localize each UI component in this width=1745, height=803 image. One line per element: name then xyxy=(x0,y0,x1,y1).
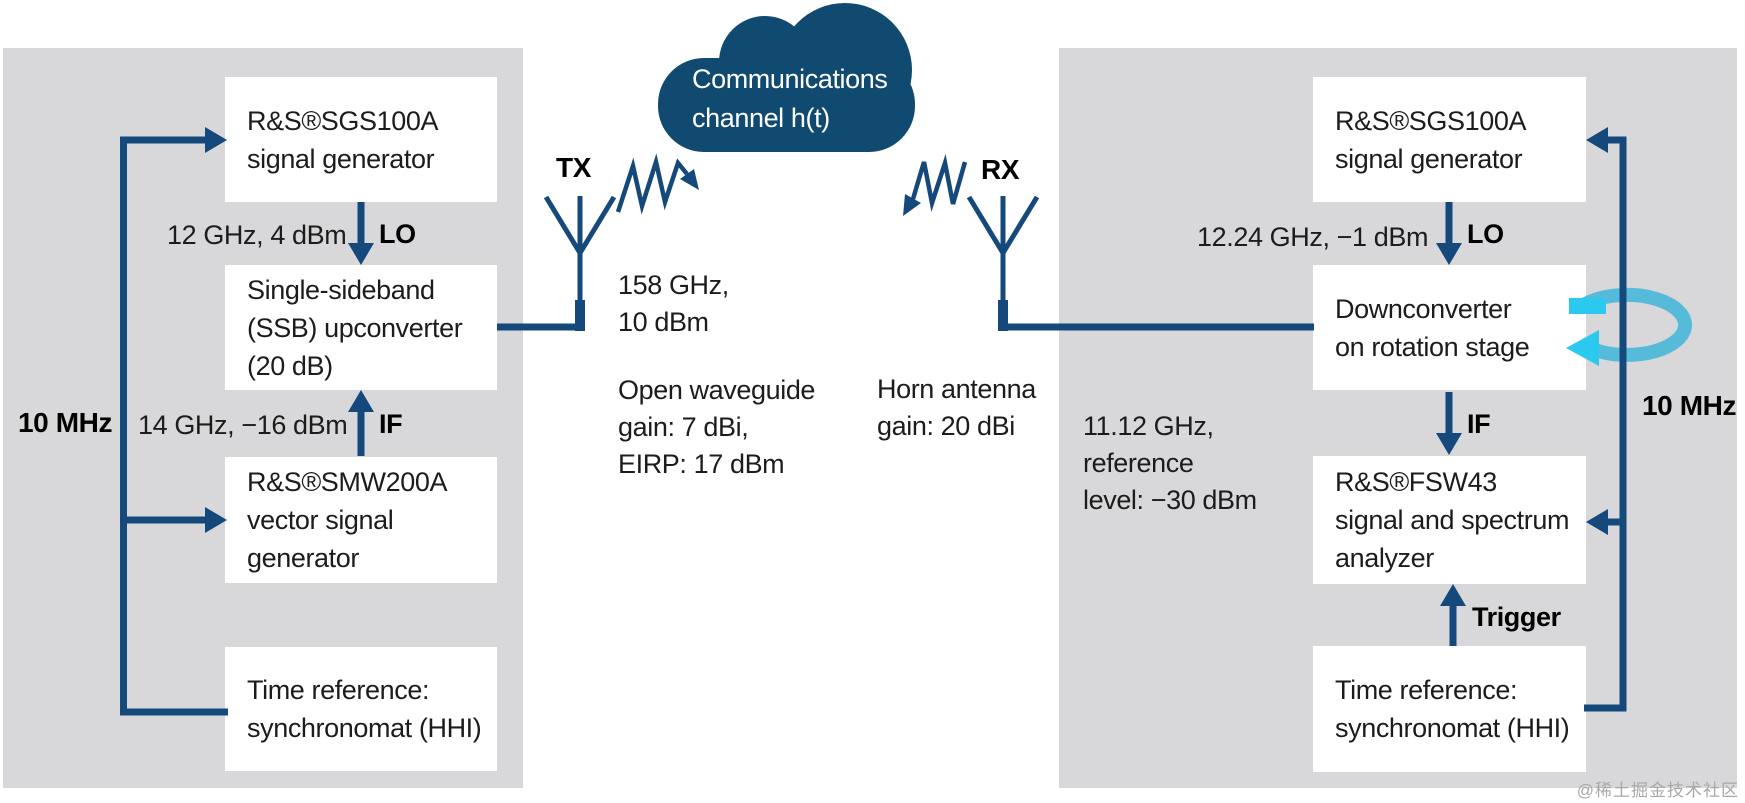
rx-lo-label: LO xyxy=(1467,219,1504,249)
box-line: Downconverter xyxy=(1335,293,1512,324)
watermark: @稀土掘金技术社区 xyxy=(1576,781,1739,800)
rx-antenna-icon xyxy=(966,195,1040,331)
tx-signal-note: 158 GHz, 10 dBm xyxy=(618,270,729,337)
rx-ref-line xyxy=(1584,127,1627,712)
tx-lo-arrow xyxy=(348,202,374,265)
rx-wave-icon xyxy=(903,154,968,216)
box-line: R&S®SGS100A xyxy=(247,105,439,136)
box-line: Time reference: xyxy=(247,675,430,705)
box-line: (SSB) upconverter xyxy=(247,312,463,343)
box-line: Time reference: xyxy=(1335,675,1518,705)
cloud-label-line: channel h(t) xyxy=(692,103,830,133)
tx-sgs100a-box: R&S®SGS100A signal generator xyxy=(225,77,497,202)
rx-ref-label: 10 MHz xyxy=(1642,390,1737,421)
tx-lo-label: LO xyxy=(379,219,416,249)
tx-lo-note: 12 GHz, 4 dBm xyxy=(167,220,347,250)
rx-sgs100a-box: R&S®SGS100A signal generator xyxy=(1313,77,1586,202)
trigger-arrow xyxy=(1440,584,1466,646)
tx-ssb-upconverter-box: Single-sideband (SSB) upconverter (20 dB… xyxy=(225,265,497,390)
rx-downconverter-box: Downconverter on rotation stage xyxy=(1313,265,1586,390)
rx-time-reference-box: Time reference: synchronomat (HHI) xyxy=(1313,646,1586,772)
rx-antenna-note: Horn antenna gain: 20 dBi xyxy=(877,374,1036,441)
rx-if-note: 11.12 GHz, reference level: −30 dBm xyxy=(1083,411,1257,515)
cloud-label-line: Communications xyxy=(692,64,888,94)
tx-time-reference-box: Time reference: synchronomat (HHI) xyxy=(225,647,497,771)
box-line: signal generator xyxy=(1335,143,1523,174)
box-line: signal generator xyxy=(247,143,435,174)
tx-ref-label: 10 MHz xyxy=(18,407,113,438)
tx-if-note: 14 GHz, −16 dBm xyxy=(138,410,348,440)
trigger-label: Trigger xyxy=(1472,602,1561,632)
box-line: synchronomat (HHI) xyxy=(1335,713,1570,743)
rx-lo-note: 12.24 GHz, −1 dBm xyxy=(1197,222,1429,252)
cloud-icon xyxy=(658,3,915,152)
rx-lo-arrow xyxy=(1436,202,1462,265)
box-line: Single-sideband xyxy=(247,274,435,305)
tx-if-label: IF xyxy=(379,409,403,439)
rx-if-label: IF xyxy=(1467,409,1491,439)
tx-antenna-icon xyxy=(543,195,617,331)
box-line: (20 dB) xyxy=(247,350,333,381)
box-line: analyzer xyxy=(1335,543,1434,573)
box-line: R&S®SMW200A xyxy=(247,467,448,497)
box-line: synchronomat (HHI) xyxy=(247,713,482,743)
box-line: vector signal xyxy=(247,505,394,535)
box-line: signal and spectrum xyxy=(1335,505,1570,535)
box-line: R&S®SGS100A xyxy=(1335,105,1527,136)
box-line: on rotation stage xyxy=(1335,331,1530,362)
rx-fsw43-box: R&S®FSW43 signal and spectrum analyzer xyxy=(1313,456,1586,584)
rx-if-arrow xyxy=(1436,392,1462,455)
tx-smw200a-box: R&S®SMW200A vector signal generator xyxy=(225,457,497,583)
box-line: R&S®FSW43 xyxy=(1335,467,1497,497)
box-line: generator xyxy=(247,543,359,573)
tx-wave-icon xyxy=(615,153,699,215)
rx-antenna-label: RX xyxy=(981,154,1020,185)
tx-antenna-note: Open waveguide gain: 7 dBi, EIRP: 17 dBm xyxy=(618,375,816,479)
tx-antenna-label: TX xyxy=(556,152,591,183)
tx-if-arrow xyxy=(348,390,374,456)
rotation-arrow-icon xyxy=(1566,287,1692,366)
cloud-label: Communications channel h(t) xyxy=(692,60,888,138)
tx-ref-line xyxy=(120,127,228,716)
